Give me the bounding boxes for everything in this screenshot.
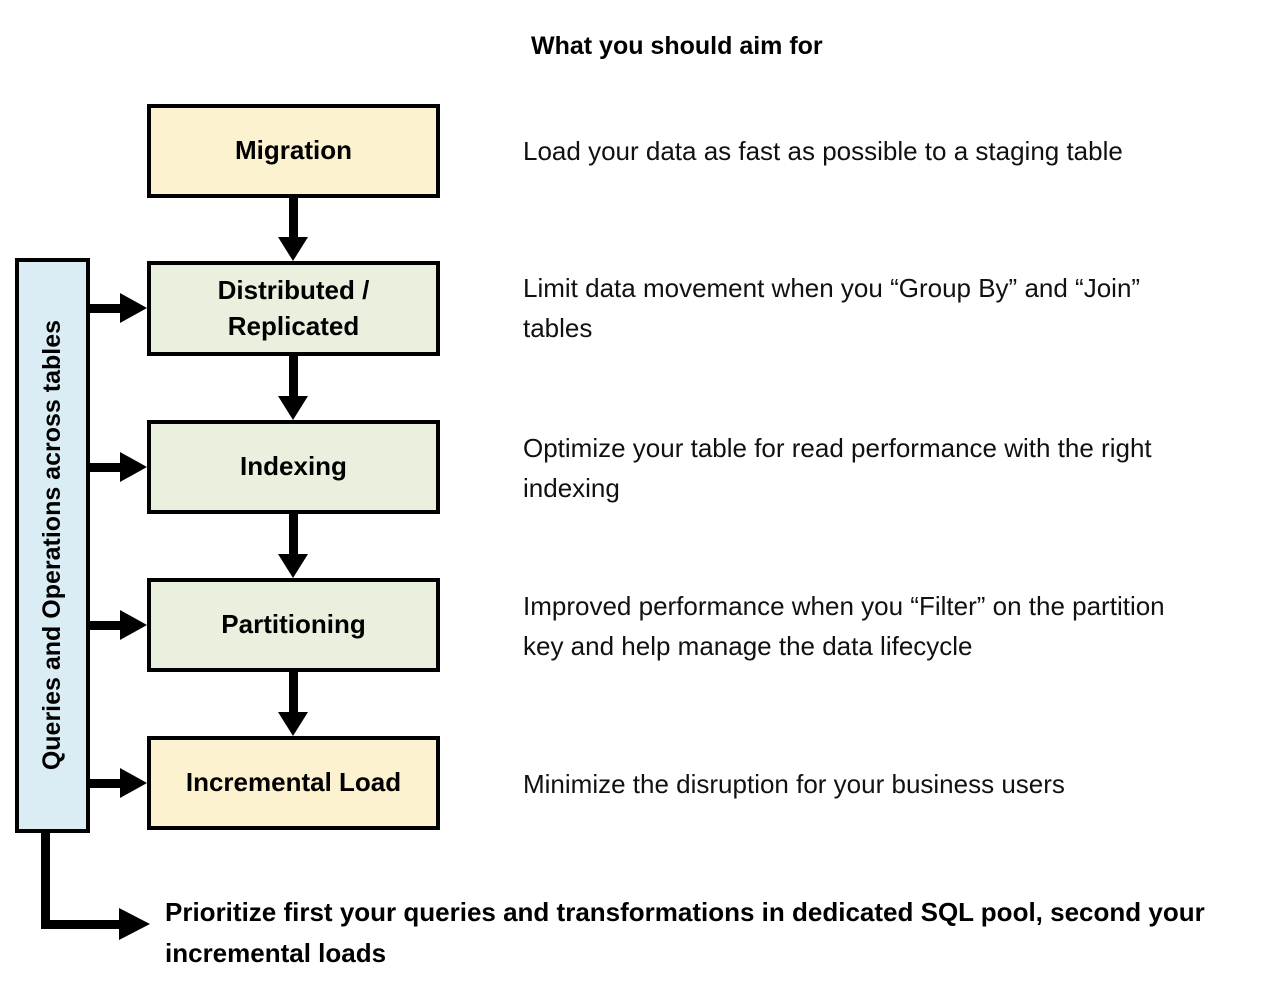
arrow-shaft: [90, 303, 121, 313]
arrow-shaft: [288, 197, 298, 238]
arrow-head: [119, 908, 150, 940]
step-label-distributed-replicated: Distributed / Replicated: [217, 275, 370, 341]
arrow-down-icon: [278, 356, 308, 420]
step-box-migration: Migration: [147, 104, 440, 198]
arrow-shaft: [90, 778, 121, 788]
step-label-incremental-load: Incremental Load: [185, 767, 402, 798]
arrow-right-icon: [90, 768, 147, 798]
sidebar-label: Queries and Operations across tables: [38, 320, 66, 771]
arrow-shaft: [288, 356, 298, 397]
step-box-partitioning: Partitioning: [147, 578, 440, 672]
elbow-arrow-horizontal-segment: [41, 920, 119, 929]
arrow-head: [278, 396, 308, 420]
arrow-down-icon: [278, 197, 308, 261]
step-label-partitioning: Partitioning: [221, 609, 366, 640]
arrow-head: [120, 768, 147, 798]
arrow-shaft: [288, 672, 298, 713]
arrow-down-icon: [278, 672, 308, 736]
arrow-head: [120, 610, 147, 640]
arrow-right-icon: [90, 452, 147, 482]
step-box-incremental-load: Incremental Load: [147, 736, 440, 830]
arrow-right-icon: [90, 610, 147, 640]
arrow-head: [120, 452, 147, 482]
arrow-shaft: [288, 514, 298, 555]
footer-note: Prioritize first your queries and transf…: [165, 897, 1205, 968]
arrow-head: [278, 237, 308, 261]
arrow-head: [120, 293, 147, 323]
description-partitioning: Improved performance when you “Filter” o…: [523, 591, 1165, 661]
description-distributed-replicated: Limit data movement when you “Group By” …: [523, 273, 1141, 343]
arrow-head: [278, 554, 308, 578]
arrow-down-icon: [278, 514, 308, 578]
arrow-shaft: [90, 620, 121, 630]
page-title: What you should aim for: [531, 32, 823, 60]
step-box-distributed-replicated: Distributed / Replicated: [147, 261, 440, 356]
step-label-migration: Migration: [235, 135, 352, 166]
arrow-head: [278, 712, 308, 736]
elbow-arrow-vertical-segment: [41, 831, 50, 929]
description-indexing: Optimize your table for read performance…: [523, 433, 1152, 503]
arrow-right-icon: [90, 293, 147, 323]
description-migration: Load your data as fast as possible to a …: [523, 136, 1123, 166]
step-box-indexing: Indexing: [147, 420, 440, 514]
description-incremental-load: Minimize the disruption for your busines…: [523, 769, 1065, 799]
arrow-shaft: [90, 462, 121, 472]
step-label-indexing: Indexing: [240, 451, 347, 482]
sidebar-queries-operations: Queries and Operations across tables: [15, 258, 90, 833]
